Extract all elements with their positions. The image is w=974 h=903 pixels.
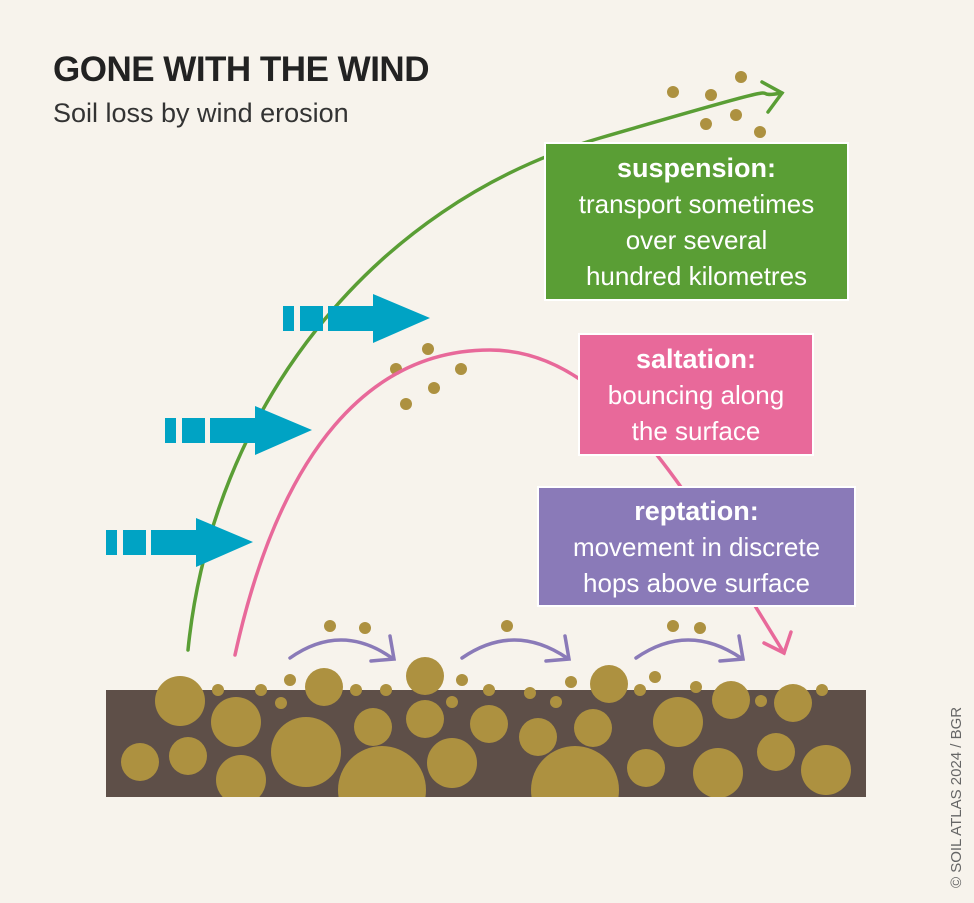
soil-particle <box>169 737 207 775</box>
soil-particle <box>284 674 296 686</box>
soil-particle <box>627 749 665 787</box>
soil-particle <box>359 622 371 634</box>
soil-particle <box>406 700 444 738</box>
soil-particle <box>428 382 440 394</box>
soil-particle <box>649 671 661 683</box>
soil-particle <box>456 674 468 686</box>
soil-particle <box>212 684 224 696</box>
suspension-text: over several <box>625 224 768 255</box>
soil-particle <box>446 696 458 708</box>
soil-particle <box>354 708 392 746</box>
soil-particle <box>693 748 743 797</box>
soil-particle <box>483 684 495 696</box>
soil-particle <box>470 705 508 743</box>
suspension-text: hundred kilometres <box>585 260 808 291</box>
soil-particle <box>531 746 619 797</box>
soil-particle <box>305 668 343 706</box>
soil-particle <box>816 684 828 696</box>
soil-particle <box>667 86 679 98</box>
soil-particle <box>501 620 513 632</box>
wind-arrow-icon <box>283 294 430 343</box>
soil-particle <box>455 363 467 375</box>
soil-particle <box>406 657 444 695</box>
soil-particle <box>653 697 703 747</box>
soil-particle <box>324 620 336 632</box>
soil-particle <box>380 684 392 696</box>
soil-particle <box>590 665 628 703</box>
wind-arrow-icon <box>165 406 312 455</box>
soil-particle <box>754 126 766 138</box>
soil-particle <box>801 745 851 795</box>
soil-particle <box>774 684 812 722</box>
suspension-box: suspension: transport sometimes over sev… <box>544 142 849 301</box>
soil-particle <box>350 684 362 696</box>
soil-particle <box>155 676 205 726</box>
soil-particle <box>755 695 767 707</box>
suspension-heading: suspension: <box>616 152 777 183</box>
reptation-heading: reptation: <box>634 495 759 526</box>
soil-particle <box>271 717 341 787</box>
soil-particle <box>565 676 577 688</box>
soil-particle <box>216 755 266 797</box>
soil-particle <box>255 684 267 696</box>
reptation-hops <box>288 634 746 663</box>
soil-particle <box>524 687 536 699</box>
soil-particles <box>121 71 851 797</box>
soil-particle <box>519 718 557 756</box>
soil-particle <box>694 622 706 634</box>
reptation-box: reptation: movement in discrete hops abo… <box>537 486 856 607</box>
soil-particle <box>700 118 712 130</box>
soil-particle <box>422 343 434 355</box>
soil-particle <box>550 696 562 708</box>
reptation-text: movement in discrete <box>572 531 821 562</box>
soil-particle <box>712 681 750 719</box>
soil-particle <box>667 620 679 632</box>
saltation-text: the surface <box>631 415 761 446</box>
soil-particle <box>275 697 287 709</box>
soil-particle <box>735 71 747 83</box>
page-subtitle: Soil loss by wind erosion <box>53 98 349 128</box>
soil-particle <box>730 109 742 121</box>
wind-arrow-icon <box>106 518 253 567</box>
suspension-path <box>186 80 785 652</box>
soil-particle <box>211 697 261 747</box>
suspension-text: transport sometimes <box>578 188 815 219</box>
soil-particle <box>121 743 159 781</box>
credit-text: © SOIL ATLAS 2024 / BGR <box>948 706 965 888</box>
page-title: GONE WITH THE WIND <box>53 50 429 89</box>
soil-particle <box>705 89 717 101</box>
soil-particle <box>338 746 426 797</box>
soil-particle <box>690 681 702 693</box>
reptation-text: hops above surface <box>583 567 810 598</box>
soil-particle <box>634 684 646 696</box>
saltation-box: saltation: bouncing along the surface <box>578 333 814 456</box>
saltation-text: bouncing along <box>607 379 785 410</box>
soil-particle <box>427 738 477 788</box>
saltation-heading: saltation: <box>635 343 756 374</box>
soil-particle <box>757 733 795 771</box>
soil-particle <box>574 709 612 747</box>
soil-particle <box>400 398 412 410</box>
